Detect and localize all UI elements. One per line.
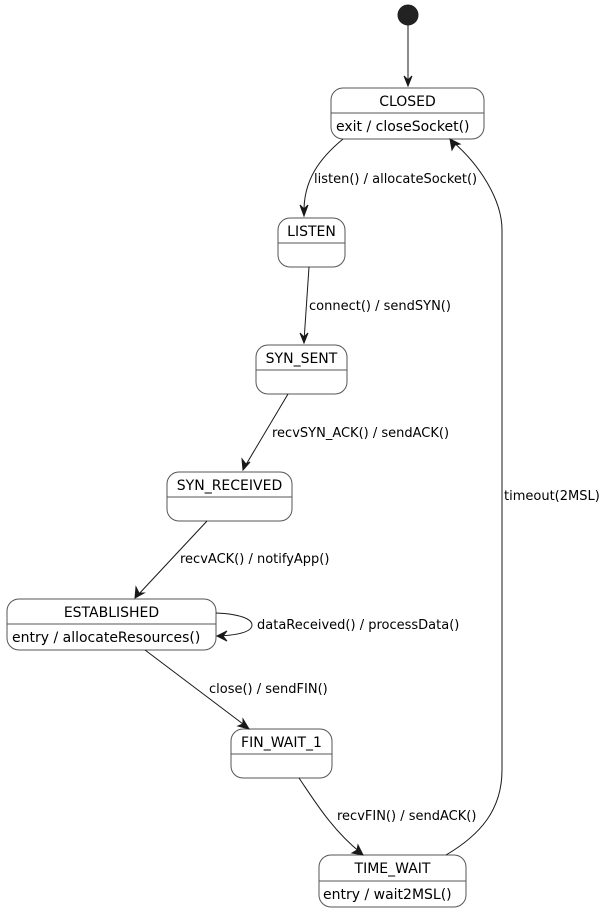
transition-edge [136, 520, 208, 597]
state-time-wait[interactable]: TIME_WAIT entry / wait2MSL() [318, 854, 467, 908]
state-name: CLOSED [379, 94, 436, 110]
state-name: SYN_RECEIVED [177, 478, 282, 494]
arrowhead [299, 332, 309, 345]
transition-established-self-loop[interactable]: dataReceived() / processData() [215, 612, 459, 642]
arrowhead [449, 138, 462, 152]
arrowhead [299, 204, 309, 218]
transition-edge [243, 393, 289, 469]
transition-label: dataReceived() / processData() [257, 618, 459, 633]
transition-label: connect() / sendSYN() [309, 299, 451, 314]
transition-edge [298, 777, 362, 854]
transition-label: recvACK() / notifyApp() [180, 552, 329, 567]
transition-edge [303, 138, 344, 215]
state-name: ESTABLISHED [64, 605, 159, 621]
transition-label: recvFIN() / sendACK() [337, 809, 476, 824]
state-name: SYN_SENT [266, 351, 338, 367]
transition-listen-to-syn-sent[interactable]: connect() / sendSYN() [299, 266, 451, 345]
initial-state-node [397, 4, 419, 26]
state-closed[interactable]: CLOSED exit / closeSocket() [330, 87, 485, 140]
transition-edge [215, 612, 253, 637]
transition-syn-sent-to-syn-received[interactable]: recvSYN_ACK() / sendACK() [241, 393, 449, 472]
state-action: entry / allocateResources() [12, 630, 200, 646]
transition-label: recvSYN_ACK() / sendACK() [272, 426, 449, 441]
state-name: LISTEN [287, 224, 336, 240]
transition-syn-received-to-established[interactable]: recvACK() / notifyApp() [134, 520, 329, 599]
transition-label: close() / sendFIN() [209, 682, 328, 697]
transition-label: listen() / allocateSocket() [314, 172, 477, 187]
transition-time-wait-to-closed[interactable]: timeout(2MSL) [445, 138, 600, 856]
state-syn-sent[interactable]: SYN_SENT [255, 344, 348, 395]
state-action: entry / wait2MSL() [323, 887, 452, 903]
transition-label: timeout(2MSL) [504, 489, 600, 504]
transition-closed-to-listen[interactable]: listen() / allocateSocket() [299, 138, 477, 218]
transition-edge [303, 266, 310, 342]
state-listen[interactable]: LISTEN [277, 217, 346, 268]
transition-fin-wait-1-to-time-wait[interactable]: recvFIN() / sendACK() [298, 777, 476, 856]
arrowhead [350, 843, 364, 856]
arrowhead [134, 585, 146, 599]
arrowhead [241, 457, 251, 472]
state-established[interactable]: ESTABLISHED entry / allocateResources() [6, 598, 217, 651]
state-name: FIN_WAIT_1 [241, 735, 322, 751]
transition-edge [144, 649, 248, 728]
transition-edge [445, 140, 503, 856]
arrowhead [215, 630, 228, 642]
transition-established-to-fin-wait-1[interactable]: close() / sendFIN() [144, 649, 328, 730]
state-syn-received[interactable]: SYN_RECEIVED [166, 471, 293, 522]
state-fin-wait-1[interactable]: FIN_WAIT_1 [230, 728, 333, 779]
arrowhead [236, 717, 251, 730]
state-name: TIME_WAIT [354, 861, 431, 877]
state-action: exit / closeSocket() [336, 119, 470, 135]
arrowhead-initial-to-closed [403, 75, 413, 88]
